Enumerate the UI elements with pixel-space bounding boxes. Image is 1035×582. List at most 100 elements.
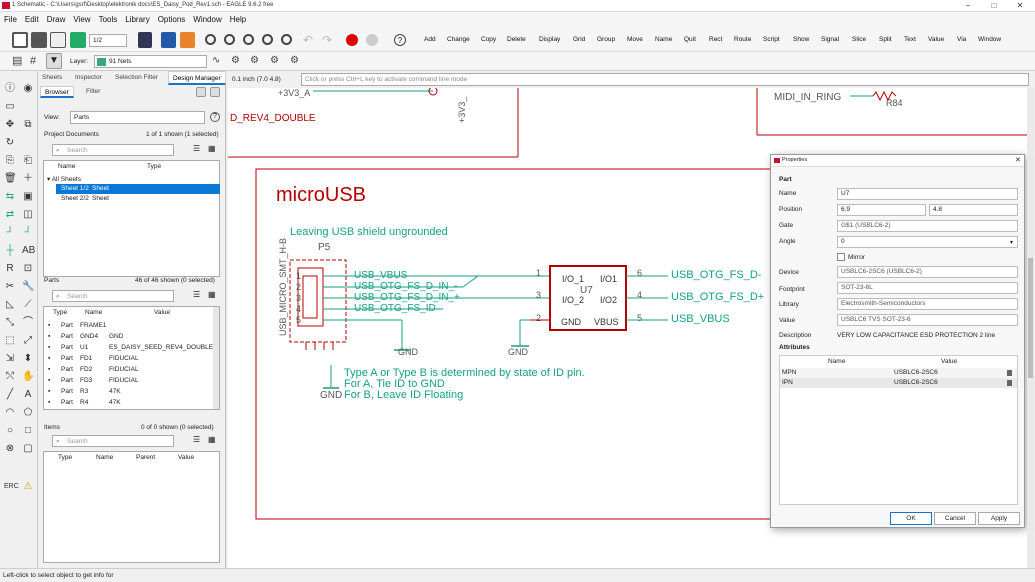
smash-icon[interactable]: ✂ bbox=[5, 281, 15, 292]
menu-library[interactable]: Library bbox=[125, 15, 150, 24]
tree-root[interactable]: ▾ All Sheets bbox=[47, 176, 81, 183]
delete-icon[interactable]: 🗑 bbox=[4, 173, 17, 184]
style-icon[interactable]: ⚙ bbox=[290, 55, 299, 66]
dimension-icon[interactable]: ⬍ bbox=[23, 353, 33, 364]
menu-options[interactable]: Options bbox=[157, 15, 186, 24]
zoom-fit-icon[interactable] bbox=[205, 34, 216, 45]
tab-selection-filter[interactable]: Selection Filter bbox=[115, 74, 158, 81]
view-select[interactable]: Parts bbox=[70, 111, 205, 124]
cmd-delete[interactable]: Delete bbox=[507, 36, 526, 43]
info-icon[interactable]: ⓘ bbox=[5, 83, 15, 94]
table-row[interactable]: ▪ Part FD3 FIDUCIAL bbox=[45, 376, 212, 387]
tab-sheets[interactable]: Sheets bbox=[42, 74, 63, 81]
copy-icon[interactable]: ⎘ bbox=[6, 155, 14, 166]
open-icon[interactable] bbox=[12, 32, 28, 48]
menu-file[interactable]: File bbox=[4, 15, 17, 24]
warning-icon[interactable]: ⚠ bbox=[23, 481, 33, 492]
mirror-icon[interactable]: ⧉ bbox=[24, 119, 32, 130]
table-row[interactable]: ▪ Part GND4 GND bbox=[45, 332, 212, 343]
polygon-icon[interactable]: ⬠ bbox=[23, 407, 33, 418]
settings-icon[interactable]: ⚙ bbox=[250, 55, 259, 66]
value-field[interactable]: USBLC6 TVS SOT-23-6 bbox=[837, 314, 1018, 326]
move-icon[interactable]: ✥ bbox=[5, 119, 15, 130]
cmd-add[interactable]: Add bbox=[424, 36, 436, 43]
cmd-move[interactable]: Move bbox=[627, 36, 643, 43]
dialog-close-icon[interactable]: ✕ bbox=[1015, 157, 1021, 164]
wire-bend-icon[interactable]: ▤ bbox=[12, 55, 23, 67]
ulp-icon[interactable] bbox=[180, 32, 195, 48]
table-row[interactable]: ▪ Part FD2 FIDUCIAL bbox=[45, 365, 212, 376]
table-row[interactable]: ▪ Part U1 ES_DAISY_SEED_REV4_DOUBLE bbox=[45, 343, 213, 354]
stop-icon[interactable] bbox=[346, 34, 358, 46]
angle-select[interactable]: 0 bbox=[837, 236, 1018, 248]
cam-icon[interactable] bbox=[138, 32, 152, 48]
list-refresh-icon[interactable]: ▦ bbox=[208, 435, 216, 444]
table-row[interactable]: ▪ Part R4 47K bbox=[45, 398, 212, 409]
split-icon[interactable]: ◫ bbox=[23, 209, 33, 220]
change-icon[interactable]: 🔧 bbox=[22, 281, 35, 292]
list-refresh-icon[interactable]: ▦ bbox=[208, 144, 216, 153]
save-icon[interactable] bbox=[31, 32, 47, 48]
cmd-name[interactable]: Name bbox=[655, 36, 673, 43]
undo-icon[interactable]: ↶ bbox=[303, 33, 314, 47]
pinswap-icon[interactable]: ⇄ bbox=[5, 209, 15, 220]
parts-scrollbar[interactable] bbox=[213, 307, 219, 409]
value-icon[interactable]: ⊡ bbox=[23, 263, 33, 274]
menu-help[interactable]: Help bbox=[229, 15, 247, 24]
cmd-route[interactable]: Route bbox=[734, 36, 752, 43]
canvas-scrollbar[interactable] bbox=[1027, 88, 1034, 568]
text-icon[interactable]: A bbox=[24, 389, 32, 400]
cmd-split[interactable]: Split bbox=[879, 36, 892, 43]
table-row[interactable]: ▪ Part R3 47K bbox=[45, 387, 212, 398]
menu-tools[interactable]: Tools bbox=[98, 15, 118, 24]
filter-icon[interactable]: ▼ bbox=[46, 53, 62, 69]
zoom-select-icon[interactable] bbox=[281, 34, 292, 45]
menu-edit[interactable]: Edit bbox=[24, 15, 39, 24]
cmd-copy[interactable]: Copy bbox=[481, 36, 497, 43]
position-x-input[interactable]: 6.9 bbox=[837, 204, 926, 216]
list-options-icon[interactable]: ☰ bbox=[193, 144, 201, 153]
mark-icon[interactable]: ⤲ bbox=[6, 371, 14, 382]
table-row[interactable]: ▪ Part FD1 FIDUCIAL bbox=[45, 354, 212, 365]
tree-row-sheet2[interactable]: Sheet 2/2 Sheet bbox=[56, 194, 220, 204]
name-icon[interactable]: R bbox=[6, 263, 14, 274]
list-refresh-icon[interactable]: ▦ bbox=[208, 290, 216, 299]
tab-inspector[interactable]: Inspector bbox=[75, 74, 102, 81]
subtab-browser[interactable]: Browser bbox=[40, 86, 74, 98]
cmd-group[interactable]: Group bbox=[597, 36, 616, 43]
optimize-icon[interactable]: ⤡ bbox=[6, 317, 14, 328]
edit-icon[interactable] bbox=[1007, 380, 1012, 386]
slice-icon[interactable]: ⌒ bbox=[23, 317, 33, 328]
cmd-script[interactable]: Script bbox=[763, 36, 780, 43]
zoom-out-icon[interactable] bbox=[243, 34, 254, 45]
rotate-icon[interactable]: ↻ bbox=[5, 137, 15, 148]
replace-icon[interactable]: ⇆ bbox=[5, 191, 15, 202]
table-row[interactable]: IPN USBLC6-2SC6 bbox=[780, 378, 1017, 388]
minimize-icon[interactable]: – bbox=[965, 1, 971, 10]
subtab-filter[interactable]: Filter bbox=[86, 88, 101, 95]
cmd-value[interactable]: Value bbox=[928, 36, 945, 43]
bus-icon[interactable]: ┘ bbox=[24, 227, 32, 238]
cmd-text[interactable]: Text bbox=[904, 36, 916, 43]
zoom-in-icon[interactable] bbox=[224, 34, 235, 45]
attribute-icon[interactable]: ⇲ bbox=[5, 353, 15, 364]
wire-style-icon[interactable]: ∿ bbox=[212, 55, 221, 66]
erc-icon[interactable]: ERC bbox=[4, 483, 19, 490]
apply-button[interactable]: Apply bbox=[978, 512, 1020, 525]
edit-icon[interactable] bbox=[1007, 370, 1012, 376]
docs-search-input[interactable]: ⌕ Search bbox=[52, 144, 174, 156]
rect-icon[interactable]: □ bbox=[24, 425, 32, 436]
hole-icon[interactable]: ⊗ bbox=[5, 443, 15, 454]
miter-icon[interactable]: ◺ bbox=[6, 299, 14, 310]
grid-icon[interactable]: # bbox=[30, 55, 37, 67]
maximize-icon[interactable]: □ bbox=[991, 1, 997, 10]
tree-row-sheet1[interactable]: Sheet 1/2 Sheet bbox=[56, 184, 220, 194]
ok-button[interactable]: OK bbox=[890, 512, 932, 525]
arc-icon[interactable]: ◠ bbox=[5, 407, 15, 418]
cmd-signal[interactable]: Signal bbox=[821, 36, 840, 43]
cmd-show[interactable]: Show bbox=[793, 36, 810, 43]
tab-design-manager[interactable]: Design Manager bbox=[168, 71, 226, 85]
table-row[interactable]: MPN USBLC6-2SC6 bbox=[780, 368, 1017, 378]
redraw-icon[interactable] bbox=[262, 34, 273, 45]
list-options-icon[interactable]: ☰ bbox=[193, 435, 201, 444]
